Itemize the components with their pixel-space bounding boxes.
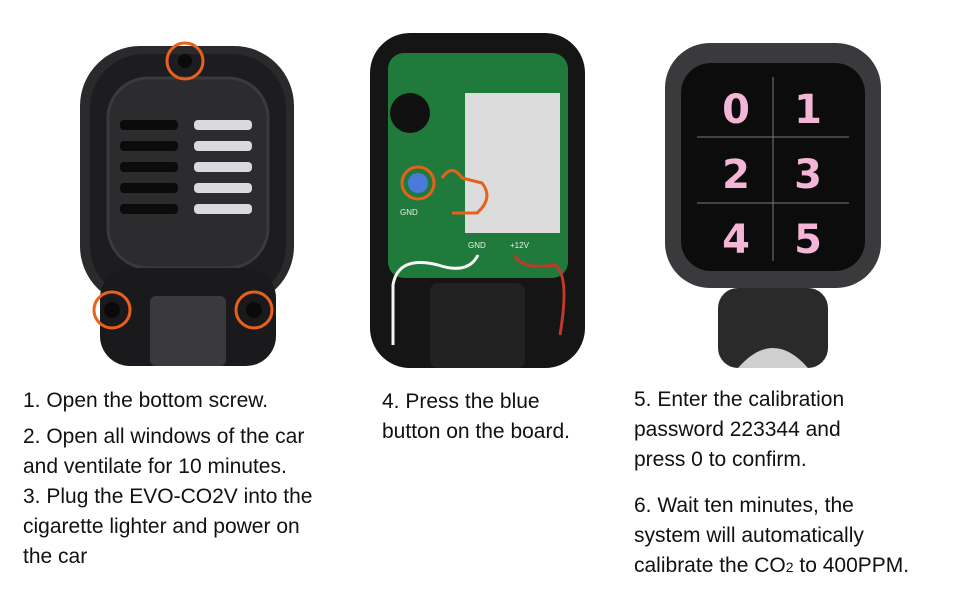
key-4: 4: [722, 217, 750, 263]
steps-column-2: 4. Press the blue button on the board.: [382, 387, 570, 447]
steps-column-1: 1. Open the bottom screw. 2. Open all wi…: [23, 386, 313, 572]
screw-top: [178, 54, 192, 68]
circuit-board-photo: GND GND +12V: [370, 33, 585, 368]
step-3-line-3: the car: [23, 545, 88, 568]
step-2-line-1: 2. Open all windows of the car: [23, 425, 305, 448]
key-3: 3: [794, 152, 822, 198]
step-6-post: to 400PPM.: [793, 554, 910, 577]
screw-left: [104, 302, 120, 318]
step-3-line-2: cigarette lighter and power on: [23, 515, 300, 538]
step-3-line-1: 3. Plug the EVO-CO2V into the: [23, 485, 313, 508]
keypad-photo: 0 1 2 3 4 5: [665, 43, 881, 368]
step-6-pre: calibrate the CO: [634, 554, 786, 577]
step-5-line-1: 5. Enter the calibration: [634, 388, 845, 411]
key-0: 0: [722, 87, 750, 133]
gnd-label: GND: [400, 208, 418, 217]
step-4-line-1: 4. Press the blue: [382, 390, 540, 413]
device-back-photo: [80, 41, 294, 366]
gnd-label-2: GND: [468, 241, 486, 250]
step-6-line-1: 6. Wait ten minutes, the: [634, 494, 854, 517]
step-5-line-2: password 223344 and: [634, 418, 841, 441]
v12-label: +12V: [510, 241, 530, 250]
blue-button: [408, 173, 428, 193]
step-1: 1. Open the bottom screw.: [23, 389, 269, 412]
step-6-line-2: system will automatically: [634, 524, 864, 547]
key-2: 2: [722, 152, 750, 198]
step-4-line-2: button on the board.: [382, 420, 570, 443]
step-5-line-3: press 0 to confirm.: [634, 448, 807, 471]
screw-right: [246, 302, 262, 318]
key-5: 5: [794, 217, 822, 263]
step-6-line-3: calibrate the CO2 to 400PPM.: [634, 551, 909, 582]
key-1: 1: [794, 87, 822, 133]
step-2-line-2: and ventilate for 10 minutes.: [23, 455, 287, 478]
steps-column-3: 5. Enter the calibration password 223344…: [634, 385, 909, 582]
co2-subscript: 2: [785, 559, 794, 575]
